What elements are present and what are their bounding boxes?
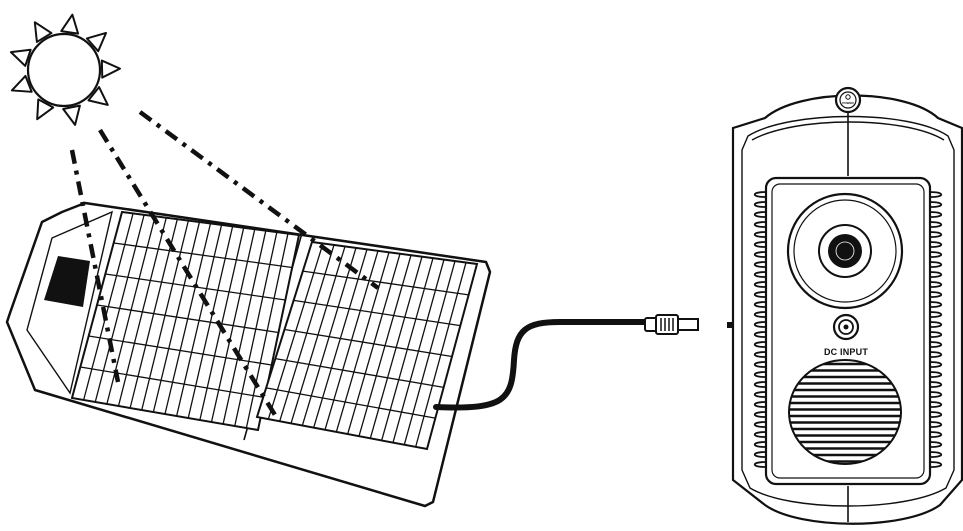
dc-input-port[interactable] — [832, 313, 860, 341]
sun-ray-triangle — [9, 48, 32, 67]
sun-ray-triangle — [10, 74, 33, 93]
power-button-label: POWER — [842, 101, 854, 105]
solar-cells-right-grid — [266, 243, 469, 448]
sun-ray-triangle — [33, 21, 53, 43]
sun-ray-triangle — [85, 31, 108, 53]
power-station-vents-right — [929, 191, 943, 468]
sun-ray-triangle — [100, 59, 121, 79]
sun-ray-triangle — [36, 98, 55, 121]
power-button[interactable]: POWER — [834, 86, 862, 114]
sun-ray-triangle — [87, 86, 109, 106]
power-station-vents-left — [753, 191, 767, 468]
solar-panel — [5, 201, 492, 508]
speaker-cone — [786, 192, 904, 310]
dc-input-label: DC INPUT — [824, 347, 868, 357]
speaker-grille — [788, 359, 902, 465]
sun-rays — [69, 110, 380, 417]
solar-panel-label-patch — [44, 256, 90, 307]
solar-panel-flap — [26, 210, 113, 395]
sun-disc — [26, 32, 102, 108]
sun-ray-2 — [98, 128, 277, 417]
dc-plug — [644, 314, 699, 335]
sun-ray-triangle — [60, 13, 80, 35]
sun-icon — [9, 13, 121, 126]
sun-ray-3 — [138, 110, 380, 290]
sun-ray-triangle — [62, 104, 81, 126]
charging-cable — [433, 319, 649, 411]
power-station: POWER DC INPUT — [731, 86, 963, 525]
power-station-inner-shell — [741, 115, 955, 507]
sun-ray-1 — [69, 149, 121, 383]
